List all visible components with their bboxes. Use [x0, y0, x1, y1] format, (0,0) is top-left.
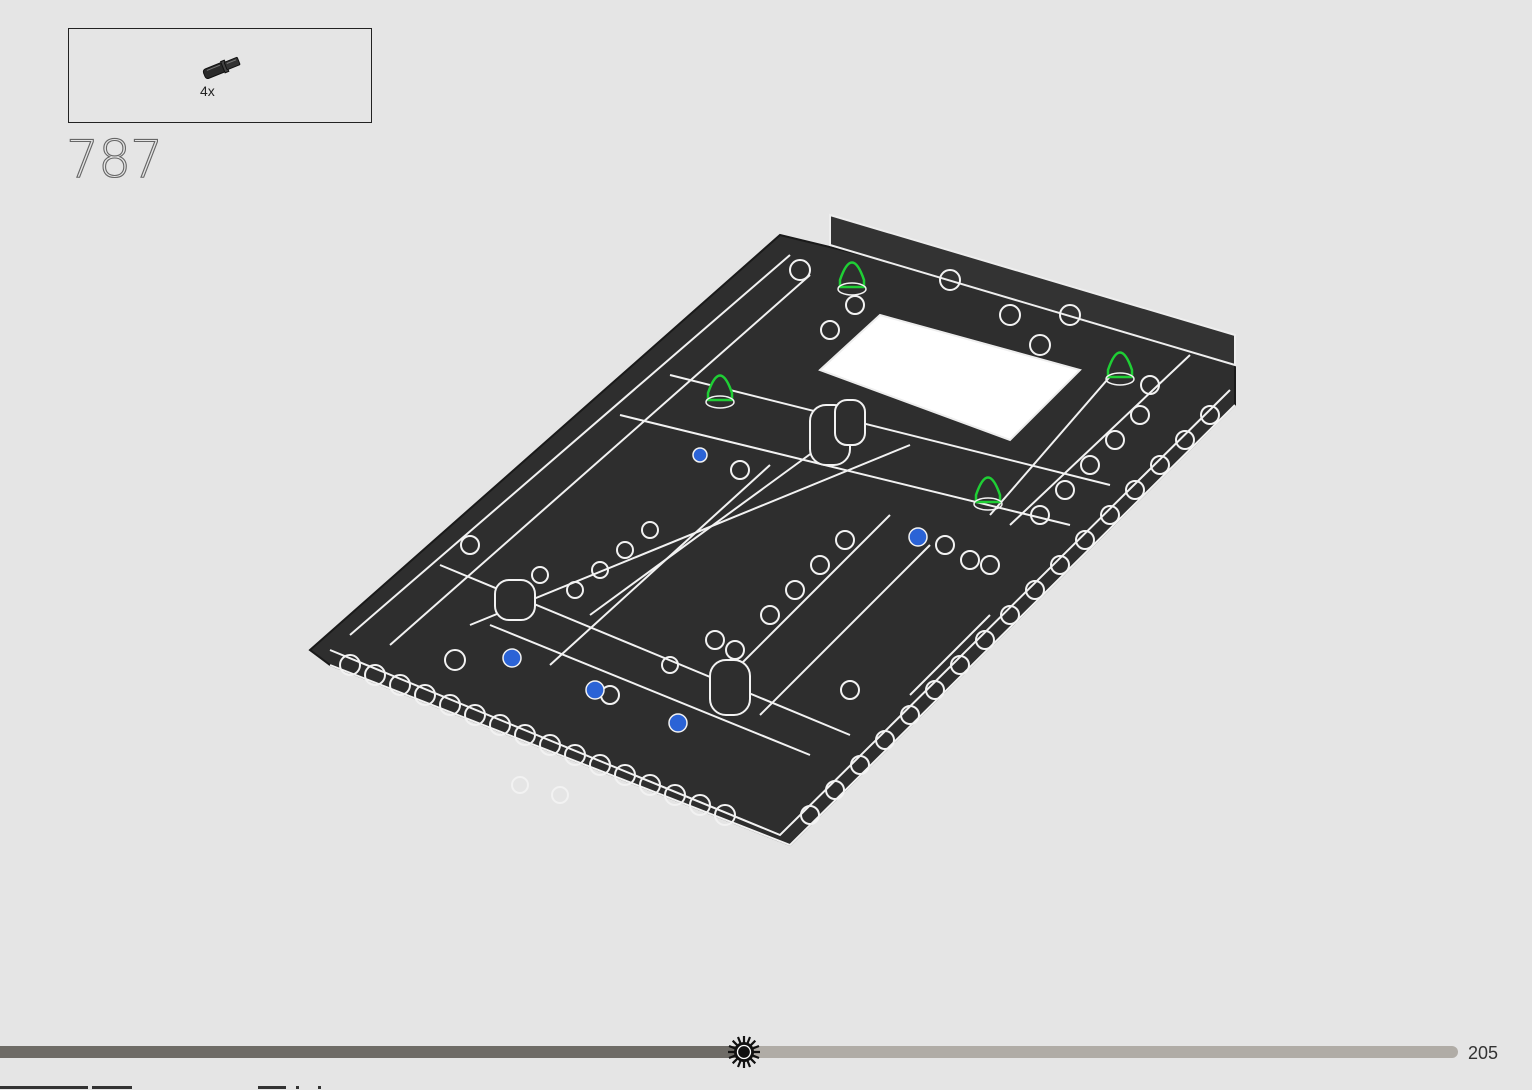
footer-divider: [0, 1086, 330, 1090]
step-number: 787: [66, 130, 162, 190]
page-number: 205: [1468, 1043, 1498, 1064]
frame-body: [310, 235, 1235, 845]
parts-callout-box: 4x: [68, 28, 372, 123]
gear-icon: [726, 1034, 762, 1070]
part-quantity: 4x: [200, 83, 215, 99]
progress-bar-fill: [0, 1046, 744, 1058]
axle-pin-icon: [197, 53, 245, 83]
technic-frame-illustration: [290, 195, 1260, 855]
